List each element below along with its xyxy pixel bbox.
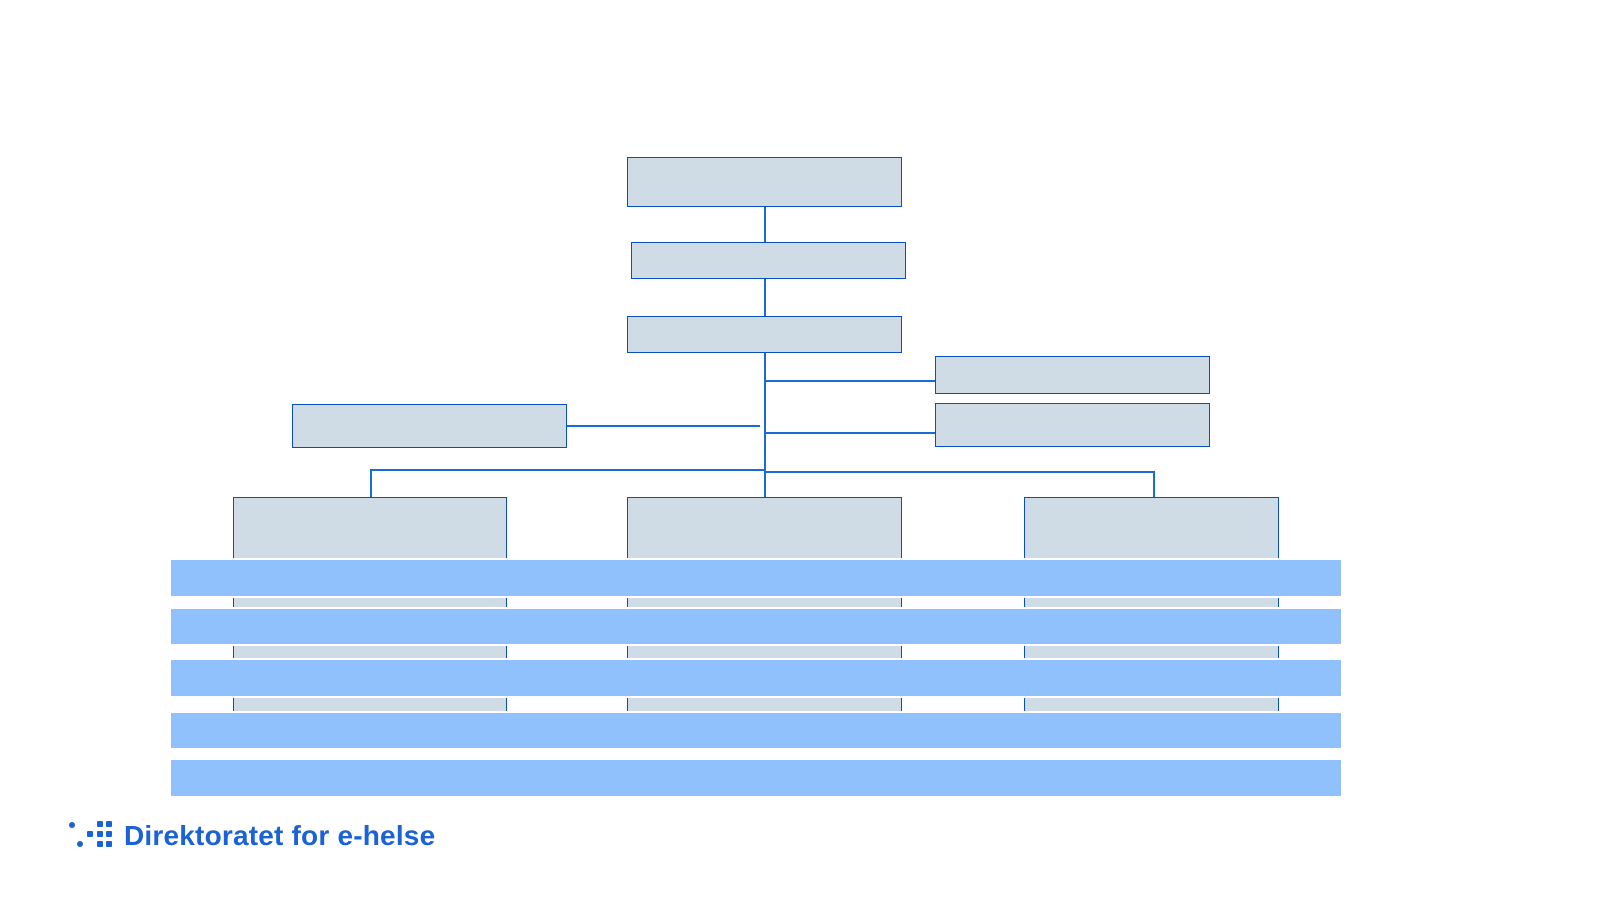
- org-box-staff-left: [292, 404, 567, 448]
- overlay-band: [171, 660, 1341, 696]
- connector-line: [1153, 471, 1155, 497]
- connector-line: [567, 425, 760, 427]
- logo-dots-icon: [68, 821, 114, 851]
- org-box-level3: [627, 316, 902, 353]
- org-box-level2: [631, 242, 906, 279]
- overlay-band: [171, 560, 1341, 596]
- connector-line: [765, 380, 935, 382]
- org-box-staff-right-1: [935, 356, 1210, 394]
- overlay-band: [171, 609, 1341, 644]
- overlay-band: [171, 760, 1341, 796]
- org-box-staff-right-2: [935, 403, 1210, 447]
- logo: Direktoratet for e-helse: [68, 820, 435, 852]
- overlay-band: [171, 713, 1341, 748]
- org-box-top: [627, 157, 902, 207]
- logo-text: Direktoratet for e-helse: [124, 820, 436, 851]
- connector-line: [765, 471, 1154, 473]
- connector-line: [370, 469, 765, 471]
- connector-line: [370, 469, 372, 497]
- connector-line: [765, 432, 935, 434]
